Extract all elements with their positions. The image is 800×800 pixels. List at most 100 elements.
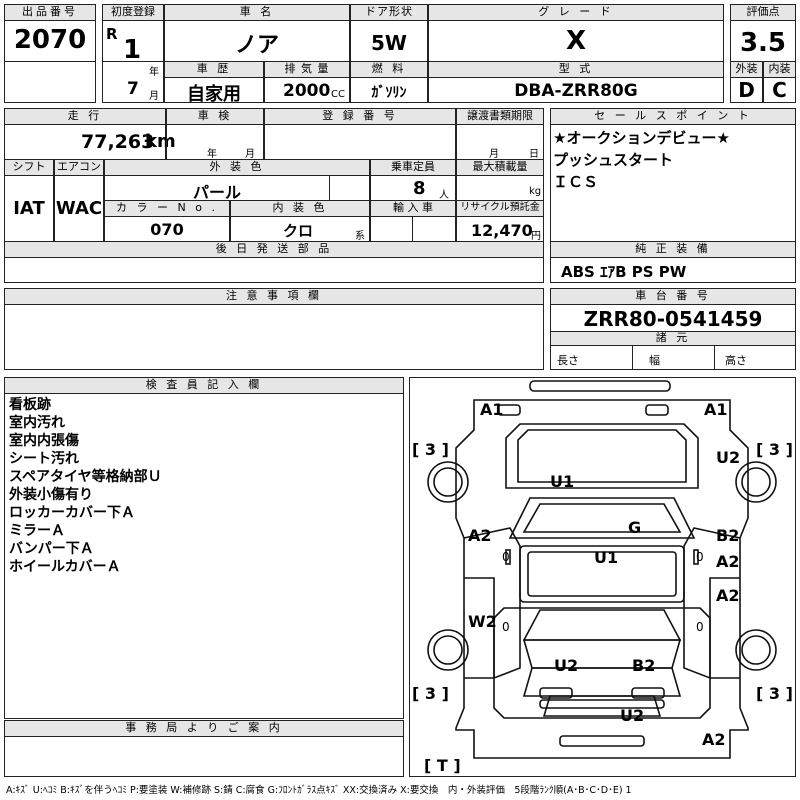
zero-left-1: 0 [502,550,510,564]
inspector-note-item: 室内汚れ [9,415,65,431]
sales-point-header: セ ー ル ス ポ イ ン ト [550,108,796,125]
exterior-value: D [738,78,755,102]
reg-no-header: 登 録 番 号 [264,108,456,125]
zero-right-2: 0 [696,620,704,634]
ext-color-header: 外 装 色 [104,159,370,176]
dmg-right-front-door-a2: A2 [716,552,740,571]
tire-fl-value: 3 [424,440,437,459]
max-load-cell: kg [456,175,544,201]
grade-header: グ レ ー ド [428,4,724,21]
caution-cell [4,304,544,370]
dmg-right-front: U2 [716,448,741,467]
shift-cell: IAT [4,175,54,242]
insp-month-unit: 月 [245,149,255,160]
transfer-header: 譲渡書類期限 [456,108,544,125]
kg-unit: kg [529,186,542,197]
inspector-note-item: 看板跡 [9,397,51,413]
people-unit: 人 [439,190,449,201]
cc-unit: CC [331,89,345,100]
car-diagram-panel: A1 A1 [ 3 ] [ 3 ] [ 3 ] [ 3 ] [ T ] U2 U… [409,377,796,777]
dims-cell-width: 幅 [632,345,715,370]
aircon-cell: WAC [54,175,104,242]
lot-no-value: 2070 [13,25,87,55]
inspection-cell: 年 月 [166,124,264,160]
exterior-header: 外装 [730,61,763,78]
era-label: R [106,25,118,43]
dmg-interior-u1: U1 [594,548,619,567]
lot-no-header: 出品番号 [4,4,96,21]
later-parts-header: 後 日 発 送 部 品 [4,241,544,258]
genuine-value: ABS ｴｱB PS PW [561,263,687,281]
legend: A:ｷｽﾞ U:ﾍｺﾐ B:ｷｽﾞを伴うﾍｺﾐ P:要塗装 W:補修跡 S:錆 … [6,785,632,796]
int-color-cell: クロ 系 [230,216,370,242]
tire-rr-label: [ 3 ] [756,684,793,703]
dmg-left-front-door: A2 [468,526,492,545]
inspector-note-item: シート汚れ [9,451,79,467]
transfer-month-unit: 月 [489,149,499,160]
door-value: 5W [371,31,407,55]
dmg-hood-g: G [628,518,642,537]
tire-fr-value: 3 [768,440,781,459]
model-cell: DBA-ZRR80G [428,77,724,103]
dmg-rear-a2: A2 [702,730,726,749]
import-cell [370,216,413,242]
displacement-value: 2000 [283,81,331,101]
max-load-header: 最大積載量 [456,159,544,176]
ext-color-cell: パール [104,175,330,202]
score-cell: 3.5 [730,20,796,62]
fuel-header: 燃 料 [350,61,428,78]
len-label: 長さ [557,354,579,367]
caution-header: 注 意 事 項 欄 [4,288,544,305]
color-no-cell: 070 [104,216,230,242]
score-header: 評価点 [730,4,796,21]
int-color-value: クロ [283,222,314,240]
displacement-cell: 2000 CC [264,77,350,103]
dmg-front-left: A1 [480,400,504,419]
insp-year-unit: 年 [207,149,217,160]
ext-color-value: パール [192,183,241,202]
transfer-day-unit: 日 [529,149,539,160]
chassis-value: ZRR80-0541459 [583,307,763,331]
sales-point-item: プッシュスタート [553,151,674,169]
aircon-value: WAC [55,198,103,219]
zero-left-2: 0 [502,620,510,634]
lot-no-empty [4,61,96,103]
inspector-note-item: ミラーＡ [9,523,65,539]
zero-right-1: 0 [696,550,704,564]
dmg-right-rear-door: A2 [716,586,740,605]
capacity-value: 8 [413,178,426,199]
mileage-cell: 77,263 km [4,124,176,160]
model-header: 型 式 [428,61,724,78]
office-cell [4,736,404,777]
tire-rl-value: 3 [424,684,437,703]
kei-unit: 系 [355,231,365,242]
fuel-value: ｶﾞｿﾘﾝ [371,85,407,101]
tire-rl-label: [ 3 ] [412,684,449,703]
inspector-note-item: スペアタイヤ等格納部Ｕ [9,469,162,485]
door-header: ドア形状 [350,4,428,21]
sales-point-item: ★オークションデビュー★ [553,129,730,147]
color-no-value: 070 [150,220,184,239]
inspector-note-item: 外装小傷有り [9,487,93,503]
recycle-value: 12,470 [471,221,533,240]
grade-value: X [565,26,587,56]
inspector-note-item: ホイールカバーＡ [9,559,121,575]
recycle-header: リサイクル預託金 [456,200,544,217]
km-unit: km [145,131,176,152]
shift-value: IAT [13,198,45,219]
inspector-note-item: 室内内張傷 [9,433,79,449]
first-reg-divider [102,61,164,62]
dmg-roof: U1 [550,472,575,491]
shift-header: シフト [4,159,54,176]
interior-value: C [772,78,787,102]
reg-year-value: 1 [123,35,142,65]
mileage-header: 走 行 [4,108,166,125]
inspection-header: 車 検 [166,108,264,125]
car-name-header: 車 名 [164,4,350,21]
capacity-header: 乗車定員 [370,159,456,176]
interior-header: 内装 [763,61,796,78]
chassis-cell: ZRR80-0541459 [550,304,796,332]
tire-fl-label: [ 3 ] [412,440,449,459]
